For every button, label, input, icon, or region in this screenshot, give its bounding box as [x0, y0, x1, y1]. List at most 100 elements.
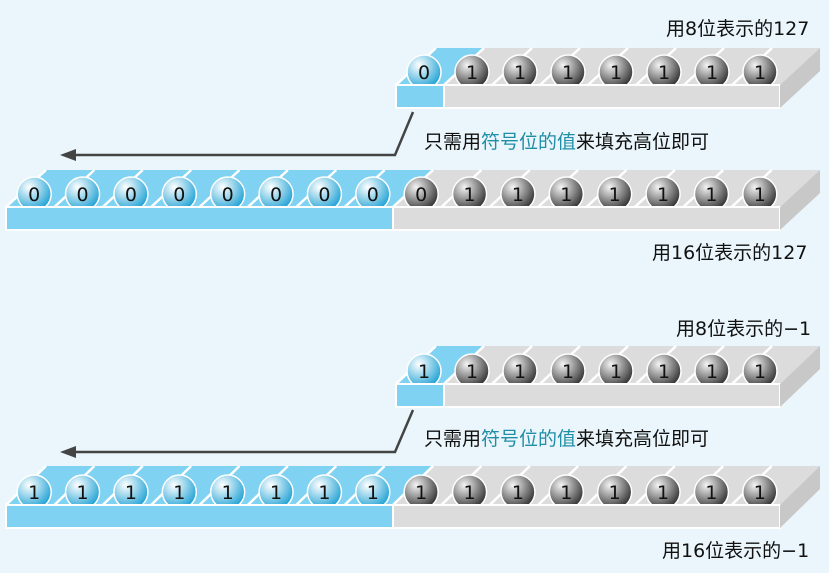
- bit-value: 1: [562, 361, 574, 383]
- bit-value: 1: [610, 361, 622, 383]
- bit-cell: 1: [440, 169, 488, 212]
- bit-value: 1: [466, 361, 478, 383]
- body-front-face: [392, 504, 781, 529]
- bit-cell: 0: [198, 169, 246, 212]
- bit-value: 1: [514, 62, 526, 84]
- bit-value: 1: [514, 361, 526, 383]
- sign-front-face: [5, 504, 394, 529]
- bit-value: 0: [270, 184, 282, 206]
- arrow-head: [60, 446, 76, 458]
- body-front-face: [392, 206, 781, 231]
- bit-cell: 1: [731, 47, 778, 90]
- bit-value: 0: [125, 184, 137, 206]
- label-16bit-127: 用16位表示的127: [652, 242, 808, 264]
- extension-arrow-1: [60, 111, 415, 161]
- bit-value: 1: [28, 482, 40, 504]
- bit-value: 0: [318, 184, 330, 206]
- bit-value: 1: [609, 184, 621, 206]
- bit-value: 0: [415, 184, 427, 206]
- bit-cell: 1: [730, 465, 778, 510]
- bit-value: 1: [270, 482, 282, 504]
- bit-cell: 1: [392, 465, 439, 510]
- bit-value: 1: [754, 62, 766, 84]
- side-face: [780, 346, 820, 407]
- bit-value: 0: [222, 184, 234, 206]
- bit-cell: 1: [539, 47, 586, 90]
- bit-value: 1: [466, 62, 478, 84]
- bit-cell: 1: [682, 465, 730, 510]
- bit-value: 1: [610, 62, 622, 84]
- bit-value: 1: [657, 482, 669, 504]
- side-face: [780, 466, 820, 528]
- note-highlight: 符号位的值: [481, 428, 577, 450]
- bit-cell: 1: [491, 345, 538, 389]
- bit-value: 1: [560, 482, 572, 504]
- bit-cell: 1: [682, 169, 730, 212]
- bit-value: 1: [318, 482, 330, 504]
- extension-arrow-2: [60, 409, 415, 458]
- bit-value: 1: [657, 184, 669, 206]
- bit-cell: 1: [101, 465, 149, 510]
- bit-cell: 0: [295, 169, 343, 212]
- arrow-head: [60, 149, 76, 161]
- bit-cell: 0: [53, 169, 101, 212]
- bit-value: 1: [222, 482, 234, 504]
- bit-value: 1: [418, 361, 430, 383]
- bit-cell: 1: [730, 169, 778, 212]
- bit-value: 1: [560, 184, 572, 206]
- bit-value: 1: [658, 62, 670, 84]
- bit-cell: 1: [587, 345, 634, 389]
- label-8bit-neg1: 用8位表示的−1: [676, 318, 812, 340]
- sign-front-face: [395, 383, 445, 408]
- bit-value: 1: [754, 361, 766, 383]
- bit-value: 1: [464, 482, 476, 504]
- bit-value: 1: [706, 62, 718, 84]
- bit-cell: 1: [537, 465, 585, 510]
- sign-front-face: [5, 206, 394, 231]
- bit-cell: 1: [343, 465, 391, 510]
- label-8bit-127: 用8位表示的127: [666, 18, 810, 40]
- bit-cell: 0: [392, 169, 439, 212]
- body-front-face: [443, 383, 781, 408]
- bit-cell: 1: [443, 47, 490, 90]
- bit-cell: 1: [488, 465, 536, 510]
- bit-value: 0: [367, 184, 379, 206]
- bit-cell: 0: [247, 169, 294, 212]
- bit-cell: 1: [585, 169, 633, 212]
- bit-cell: 0: [395, 47, 442, 90]
- label-16bit-neg1: 用16位表示的−1: [662, 540, 810, 562]
- side-face: [780, 48, 820, 108]
- sign-front-face: [395, 84, 445, 109]
- arrow-line: [72, 111, 415, 157]
- bit-value: 1: [609, 482, 621, 504]
- arrow-line: [72, 409, 415, 454]
- note-suffix: 来填充高位即可: [576, 428, 710, 450]
- bit-cell: 1: [683, 47, 730, 90]
- note-suffix: 来填充高位即可: [576, 131, 710, 153]
- note-highlight: 符号位的值: [481, 131, 577, 153]
- row-8bit-neg1: 1 1 1 1 1 1 1 1: [395, 345, 820, 408]
- side-face: [780, 170, 820, 230]
- note-sign-extension-2: 只需用符号位的值来填充高位即可: [424, 424, 709, 451]
- bit-value: 1: [415, 482, 427, 504]
- bit-value: 1: [754, 482, 766, 504]
- bit-value: 0: [77, 184, 89, 206]
- bit-cell: 1: [585, 465, 633, 510]
- bit-cell: 1: [634, 169, 681, 212]
- note-prefix: 只需用: [424, 428, 482, 450]
- bit-value: 1: [464, 184, 476, 206]
- bit-value: 1: [706, 361, 718, 383]
- bit-cell: 1: [634, 465, 681, 510]
- bit-value: 1: [658, 361, 670, 383]
- bit-cell: 1: [488, 169, 536, 212]
- bit-value: 1: [367, 482, 379, 504]
- bit-value: 0: [418, 62, 430, 84]
- bit-cell: 1: [5, 465, 52, 510]
- bit-value: 1: [562, 62, 574, 84]
- bit-cell: 0: [101, 169, 149, 212]
- bit-value: 1: [512, 184, 524, 206]
- bit-value: 1: [77, 482, 89, 504]
